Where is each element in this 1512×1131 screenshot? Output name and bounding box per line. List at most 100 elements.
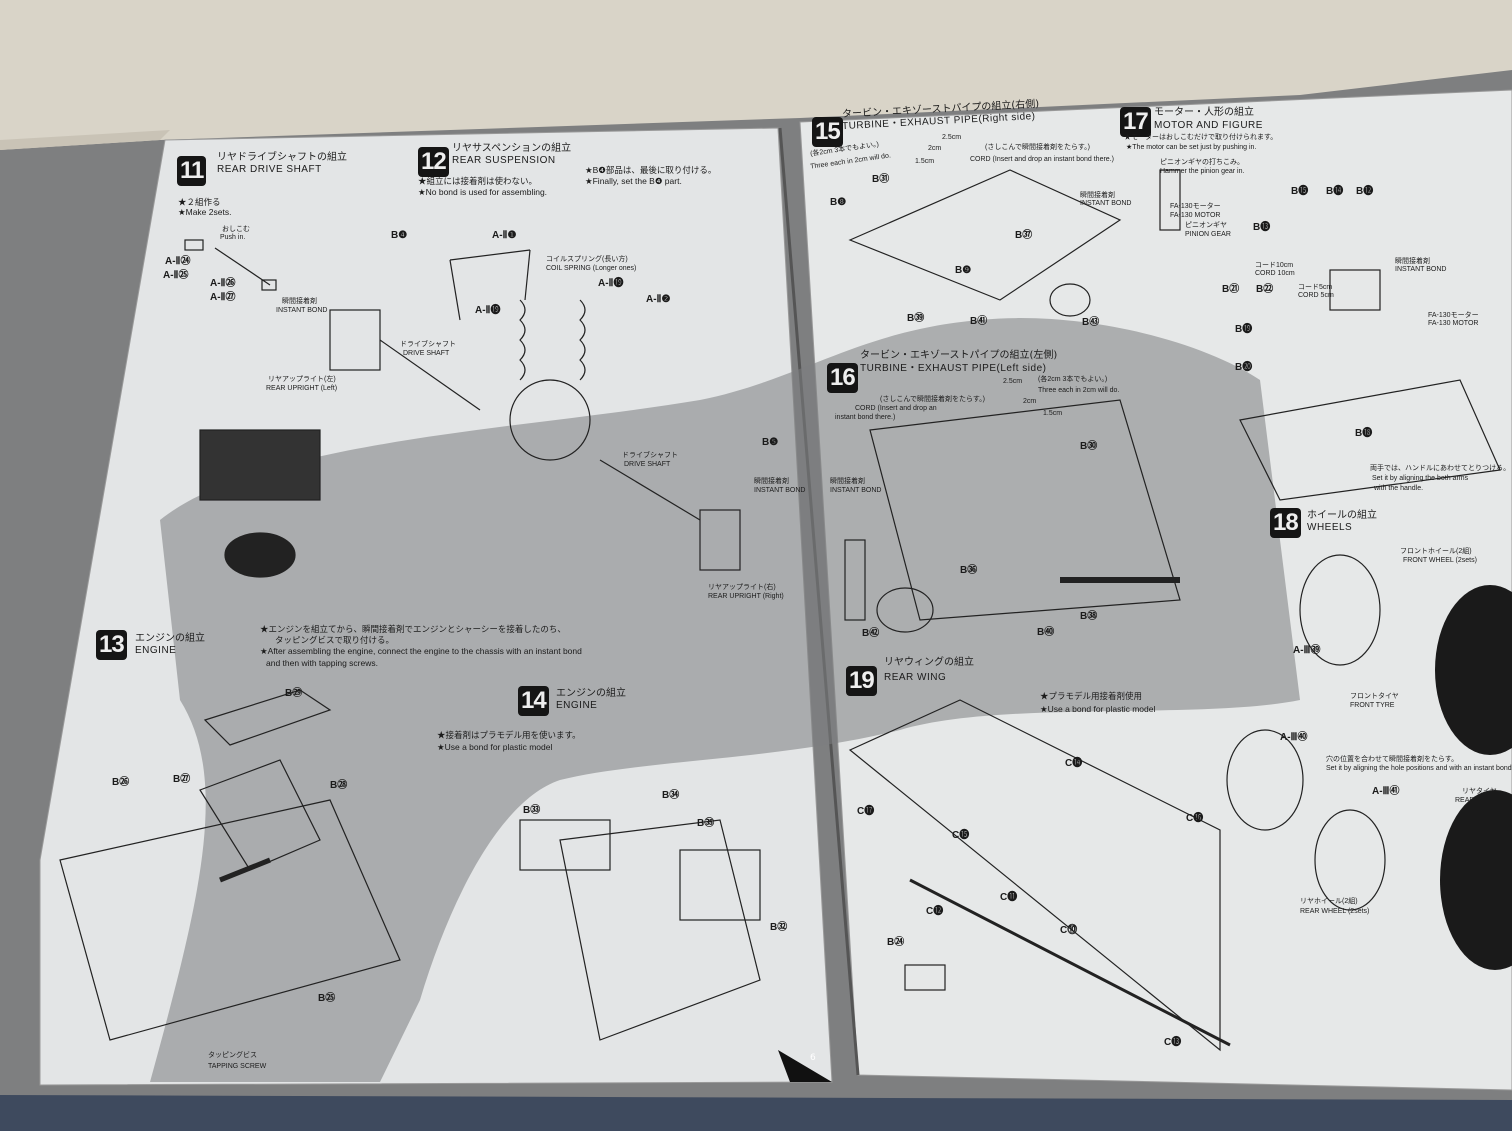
part-label: B㊶ (970, 316, 988, 327)
part-label: A-Ⅲ㊵ (1280, 732, 1308, 743)
callout-en: REAR TYRE (1455, 797, 1495, 804)
note: 両手では、ハンドルにあわせてとりつける。 (1370, 465, 1511, 472)
note: ★モーターはおしこむだけで取り付けられます。 (1124, 134, 1278, 141)
note: タッピングビスで取り付ける。 (275, 635, 395, 645)
step-title-jp: リヤドライブシャフトの組立 (217, 152, 347, 163)
part-label: A-Ⅱ㉕ (163, 270, 189, 281)
part-label: A-Ⅱ❷ (646, 294, 671, 305)
callout-en: REAR WHEEL (2sets) (1300, 908, 1370, 915)
rear-tyre (1440, 790, 1512, 970)
step-number: 11 (177, 156, 207, 186)
note: Set it by aligning the hole positions an… (1326, 765, 1512, 772)
part-label: B㉙ (285, 688, 303, 699)
callout-jp: 瞬間接着剤 (1080, 192, 1115, 199)
part-label: B㉟ (697, 818, 715, 829)
callout-en: INSTANT BOND (1395, 266, 1447, 273)
length-label: 2.5cm (942, 134, 962, 141)
step-number: 13 (96, 630, 127, 660)
callout-jp: コイルスプリング(長い方) (546, 256, 628, 263)
note: ★Use a bond for plastic model (1040, 704, 1156, 714)
part-label: B⓬ (1356, 186, 1374, 197)
callout-en: INSTANT BOND (1080, 200, 1132, 207)
part-label: C⓯ (952, 830, 970, 841)
callout-jp: ピニオンギヤ (1185, 222, 1227, 229)
step-title-en: WHEELS (1307, 522, 1353, 533)
part-label: B❽ (830, 197, 847, 208)
part-label: B㉖ (112, 777, 130, 788)
part-label: A-Ⅱ⓳ (598, 278, 624, 289)
step-number: 18 (1270, 508, 1301, 538)
note: ★組立には接着剤は使わない。 (418, 176, 538, 186)
note: Three each in 2cm will do. (1038, 387, 1120, 394)
note: ★２組作る (178, 197, 221, 207)
part-label: C⓾ (1060, 925, 1078, 936)
step-number: 17 (1120, 107, 1151, 137)
step-number: 19 (846, 666, 877, 696)
note: instant bond there.) (835, 414, 896, 421)
step-title-en: ENGINE (556, 700, 598, 711)
callout-en: FRONT TYRE (1350, 702, 1395, 709)
callout-en: FA-130 MOTOR (1428, 320, 1479, 327)
step-title-en: MOTOR AND FIGURE (1154, 120, 1263, 131)
callout-en: COIL SPRING (Longer ones) (546, 265, 637, 272)
step-title-en: TURBINE・EXHAUST PIPE(Left side) (860, 363, 1047, 374)
callout-jp: フロントタイヤ (1350, 693, 1399, 700)
callout-en: Push in. (220, 234, 246, 241)
note: ピニオンギヤの打ちこみ。 (1160, 159, 1244, 166)
length-label: 1.5cm (1043, 410, 1063, 417)
part-label: C⓮ (1065, 758, 1083, 769)
step-title-jp: エンジンの組立 (135, 633, 205, 644)
part-label: B㊲ (1015, 230, 1033, 241)
note: ★The motor can be set just by pushing in… (1126, 144, 1257, 151)
note: ★B❹部品は、最後に取り付ける。 (585, 165, 717, 175)
part-label: B⓯ (1291, 186, 1309, 197)
callout-en: FRONT WHEEL (2sets) (1403, 557, 1477, 564)
note: (さしこんで瞬間接着剤をたらす。) (880, 396, 985, 403)
note: CORD (Insert and drop an (855, 405, 937, 412)
callout-jp: 瞬間接着剤 (830, 478, 865, 485)
part-label: A-Ⅱ❶ (492, 230, 517, 241)
callout-en: INSTANT BOND (754, 487, 806, 494)
part-label: B㊷ (862, 628, 880, 639)
part-label: B㉚ (1080, 441, 1098, 452)
part-label: A-Ⅱ㉗ (210, 292, 236, 303)
callout-en: CORD 10cm (1255, 270, 1295, 277)
step-title-en: REAR DRIVE SHAFT (217, 164, 322, 175)
page-number: 6 (810, 1053, 816, 1063)
callout-jp: リヤアップライト(左) (268, 376, 336, 383)
part-label: B❹ (391, 230, 408, 241)
note: ★接着剤はプラモデル用を使います。 (437, 730, 581, 740)
note: and then with tapping screws. (266, 658, 378, 668)
part-label: A-Ⅱ㉔ (165, 256, 191, 267)
callout-jp: コード10cm (1255, 262, 1294, 269)
step-number: 15 (812, 117, 843, 147)
part-label: C⓬ (926, 906, 944, 917)
callout-jp: FA-130モーター (1170, 203, 1221, 210)
note: ★Use a bond for plastic model (437, 742, 553, 752)
part-label: B㉘ (330, 780, 348, 791)
callout-en: CORD 5cm (1298, 292, 1334, 299)
length-label: 2cm (928, 145, 942, 152)
part-label: A-Ⅱ㉖ (210, 278, 236, 289)
note: ★プラモデル用接着剤使用 (1040, 691, 1143, 701)
callout-jp: リヤアップライト(右) (708, 584, 776, 591)
callout-jp: おしこむ (222, 226, 250, 233)
part-label: C⓰ (1186, 813, 1204, 824)
callout-en: FA-130 MOTOR (1170, 212, 1221, 219)
note: ★After assembling the engine, connect th… (260, 646, 582, 656)
part-label: B⓮ (1326, 186, 1344, 197)
part-label: B㉝ (523, 805, 541, 816)
note: ★No bond is used for assembling. (418, 187, 548, 197)
part-label: B㊸ (1082, 317, 1100, 328)
part-label: B㉞ (662, 790, 680, 801)
step-number: 16 (827, 363, 858, 393)
callout-en: REAR UPRIGHT (Right) (708, 593, 784, 600)
length-label: 2.5cm (1003, 378, 1023, 385)
note: (さしこんで瞬間接着剤をたらす。) (985, 144, 1090, 151)
step-number: 14 (518, 686, 549, 716)
length-label: 1.5cm (915, 158, 935, 165)
step-title-en: REAR SUSPENSION (452, 155, 556, 166)
callout-en: TAPPING SCREW (208, 1063, 267, 1070)
callout-jp: リヤホイール(2組) (1300, 898, 1358, 905)
note: ★Make 2sets. (178, 207, 232, 217)
